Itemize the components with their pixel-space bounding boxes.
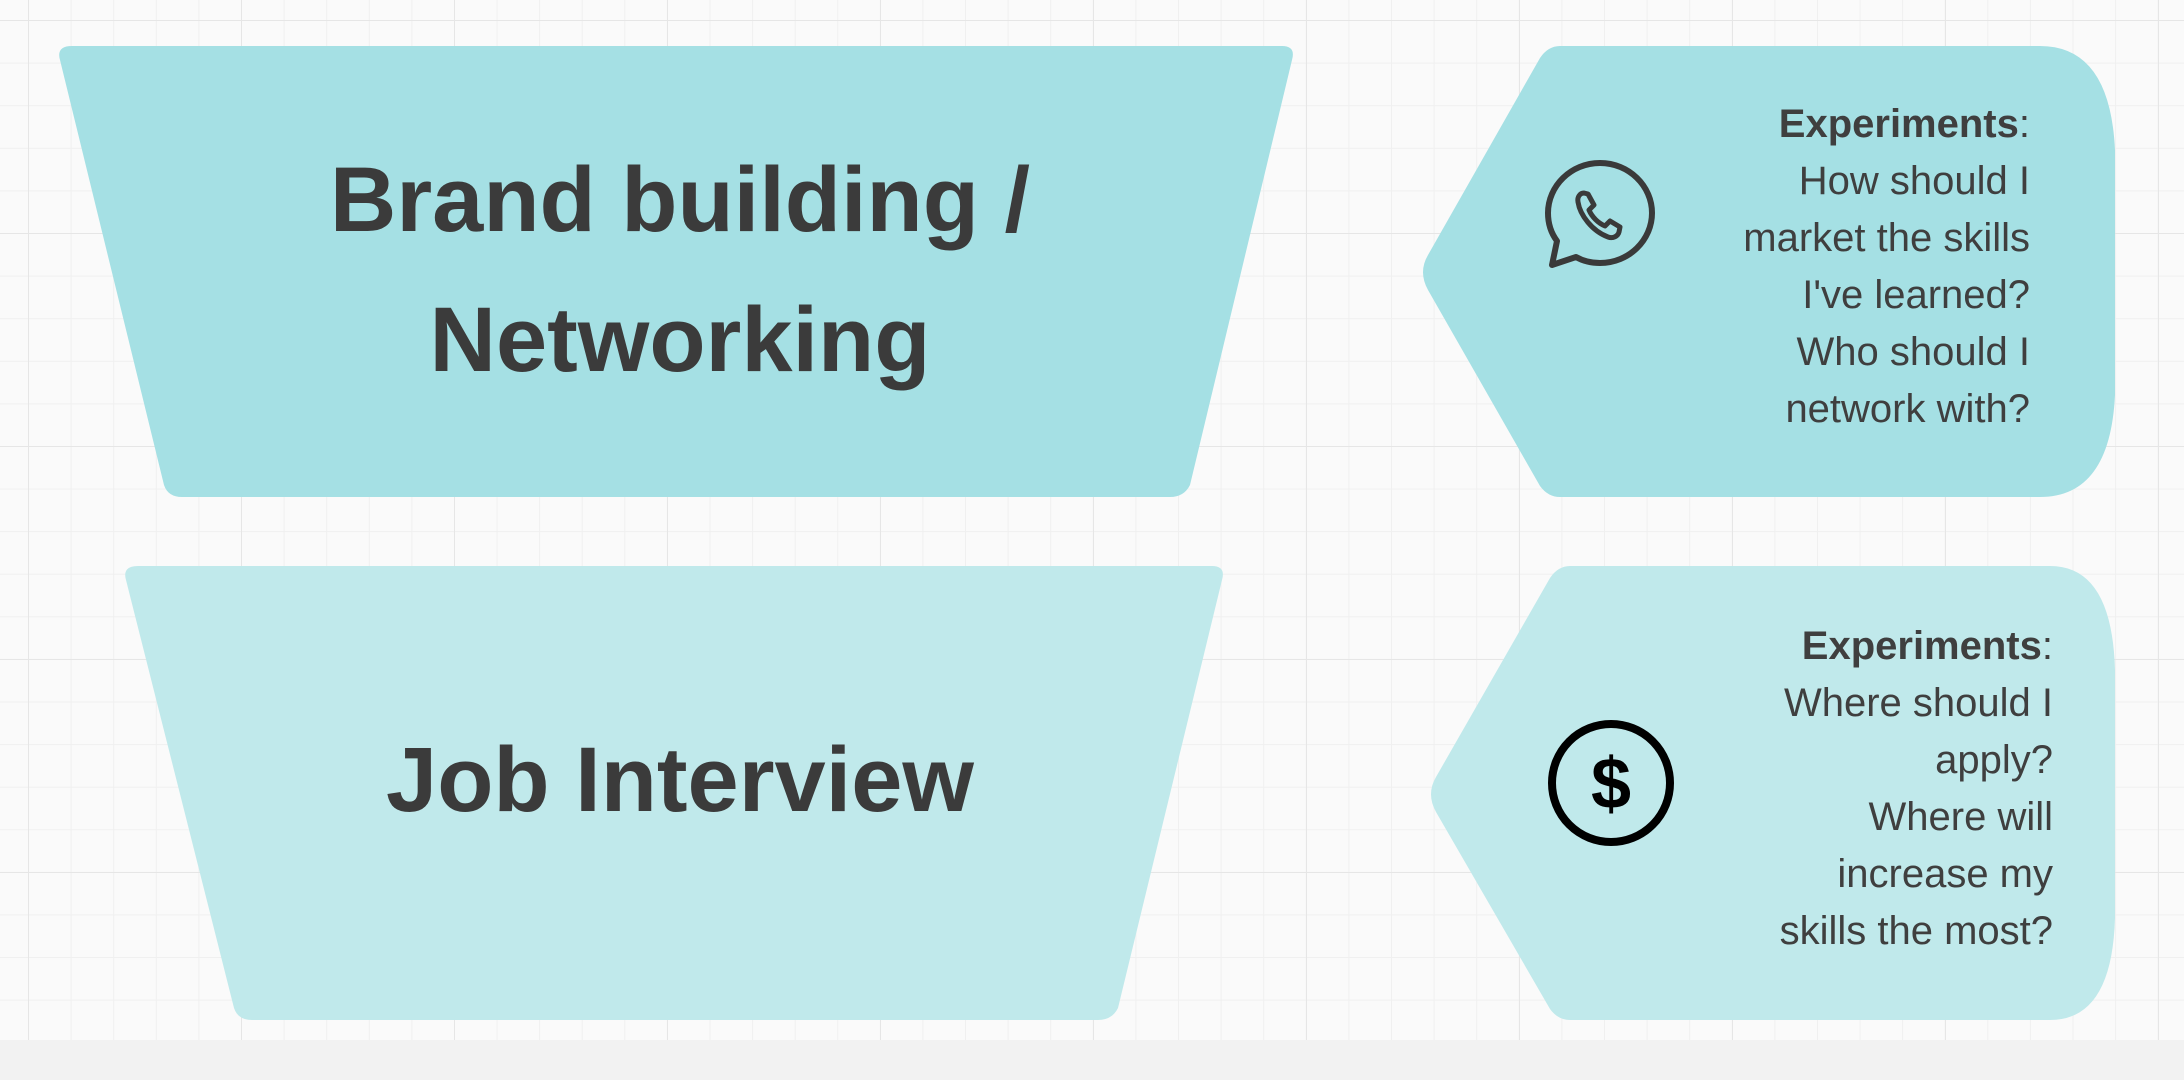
stage-2-title-line-1: Job Interview: [386, 729, 974, 831]
svg-text:$: $: [1591, 744, 1631, 824]
stage-1-trapezoid: [59, 46, 1293, 497]
stage-1-experiment-line: How should I: [1798, 159, 2030, 203]
stage-1-experiment-line: Who should I: [1796, 330, 2030, 374]
stage-2-experiment-line: apply?: [1935, 738, 2053, 782]
stage-2-experiments-shape: [1431, 566, 2115, 1020]
stage-1-experiment-line: network with?: [1785, 387, 2030, 431]
stage-1-title: Brand building / Networking: [200, 130, 1160, 410]
stage-2-experiment-line: skills the most?: [1779, 909, 2053, 953]
dollar-circle-icon: $: [1548, 720, 1674, 846]
stage-2-experiment-line: increase my: [1837, 852, 2053, 896]
stage-1-experiments-shape: [1423, 46, 2115, 497]
stage-2-experiment-line: Where will: [1868, 795, 2053, 839]
stage-1-experiment-line: I've learned?: [1802, 273, 2030, 317]
chat-phone-icon: [1545, 160, 1655, 268]
bottom-strip: [0, 1040, 2184, 1080]
stage-2-experiments-heading: Experiments:: [1801, 624, 2053, 668]
stage-2-experiments-text: Experiments: Where should I apply? Where…: [1620, 618, 2053, 960]
stage-1-title-line-2: Networking: [429, 289, 931, 391]
stage-1-experiments-text: Experiments: How should I market the ski…: [1640, 96, 2030, 438]
stage-2-experiment-line: Where should I: [1783, 681, 2053, 725]
stage-2-title: Job Interview: [200, 710, 1160, 850]
stage-1-experiments-heading: Experiments:: [1778, 102, 2030, 146]
stage-1-experiment-line: market the skills: [1743, 216, 2030, 260]
diagram-shapes: [59, 46, 2115, 1020]
stage-1-title-line-1: Brand building /: [329, 149, 1031, 251]
stage-2-trapezoid: [125, 566, 1223, 1020]
